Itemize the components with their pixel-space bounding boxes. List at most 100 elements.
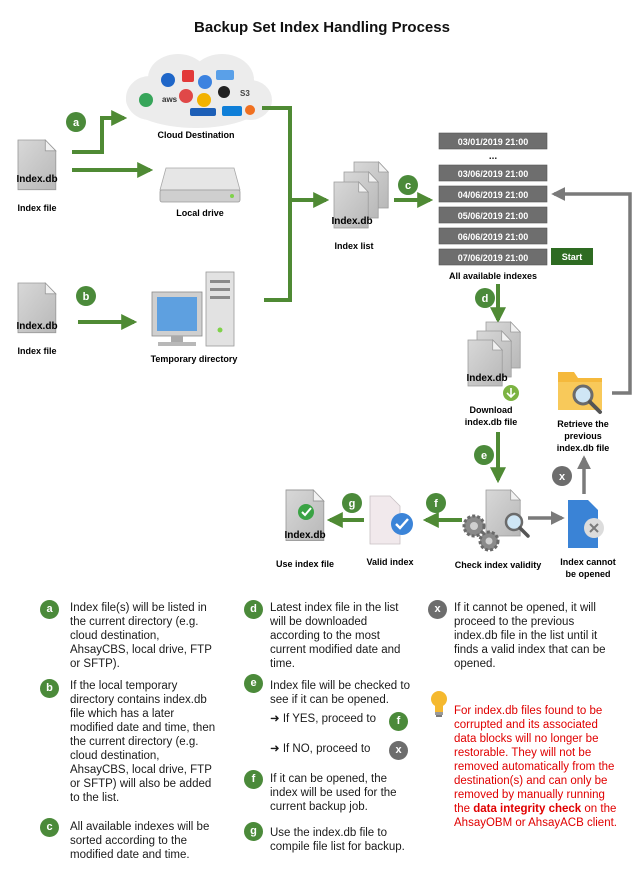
date-box-2	[438, 164, 548, 182]
note-text-2: on the AhsayOBM or AhsayACB client.	[454, 803, 617, 829]
index-list-label: Index list	[334, 241, 373, 251]
legend-badge-e-f: f	[389, 712, 408, 731]
download-label-1: Download	[470, 405, 513, 415]
legend-badge-g: g	[244, 822, 263, 841]
date-box-6	[438, 248, 548, 266]
start-box	[551, 248, 593, 265]
legend-text-d: Latest index file in the list will be do…	[270, 602, 401, 670]
retrieve-label-1: Retrieve the	[557, 419, 609, 429]
check-index-validity-label: Check index validity	[455, 560, 542, 570]
legend-text-e: Index file will be checked to see if it …	[270, 680, 410, 706]
file-icon	[285, 489, 325, 542]
use-index-file-label: Use index file	[276, 559, 334, 569]
legend-text-x: If it cannot be opened, it will proceed …	[454, 602, 606, 670]
svg-text:b: b	[83, 291, 90, 303]
gear-icon	[462, 489, 530, 552]
cannot-open-label-2: be opened	[565, 569, 610, 579]
cloud-destination-label: Cloud Destination	[158, 130, 235, 140]
svg-text:a: a	[73, 117, 80, 129]
legend-text-f: If it can be opened, the index will be u…	[270, 773, 397, 813]
download-db-label: Index.db	[466, 373, 507, 384]
legend-e-yes-text: If YES, proceed to	[282, 713, 376, 725]
badge-f: f	[426, 493, 446, 513]
index-db-label-a: Index.db	[16, 174, 57, 185]
legend-text-c: All available indexes will be sorted acc…	[70, 821, 210, 861]
legend-e-no-text: If NO, proceed to	[282, 743, 371, 755]
s3-logo-text: S3	[240, 89, 250, 98]
local-drive-label: Local drive	[176, 208, 224, 218]
legend-badge-a: a	[40, 600, 59, 619]
download-label-2: index.db file	[465, 417, 518, 427]
date-box-4	[438, 206, 548, 224]
badge-e: e	[474, 445, 494, 465]
badge-b: b	[76, 286, 96, 306]
svg-text:d: d	[482, 293, 489, 305]
date-text-1: 03/01/2019 21:00	[458, 137, 529, 147]
arrow-to-cloud	[72, 110, 128, 154]
index-db-label-b: Index.db	[16, 321, 57, 332]
legend-text-g: Use the index.db file to compile file li…	[270, 827, 405, 853]
date-text-4: 05/06/2019 21:00	[458, 211, 529, 221]
note-bold: data integrity check	[473, 803, 582, 815]
legend-badge-c: c	[40, 818, 59, 837]
badge-a: a	[66, 112, 86, 132]
svg-text:c: c	[405, 180, 411, 192]
connector-cloud-to-list	[262, 106, 292, 302]
legend-text-b: If the local temporary directory contain…	[70, 680, 216, 804]
legend-badge-d: d	[244, 600, 263, 619]
legend-text-a: Index file(s) will be listed in the curr…	[70, 602, 212, 670]
aws-logo-text: aws	[162, 95, 178, 104]
arrow-right-icon: ➜	[270, 743, 280, 755]
cloud-icon: aws S3	[126, 54, 272, 128]
corruption-note: For index.db files found to be corrupted…	[454, 704, 619, 830]
badge-d: d	[475, 288, 495, 308]
svg-text:g: g	[349, 498, 356, 510]
date-list: 03/01/2019 21:00 ... 03/06/2019 21:00 04…	[438, 132, 548, 266]
badge-c: c	[398, 175, 418, 195]
use-index-db-label: Index.db	[284, 530, 325, 541]
arrow-retrieve-to-list	[551, 187, 632, 395]
retrieve-label-3: index.db file	[557, 443, 610, 453]
temporary-directory-label: Temporary directory	[151, 354, 238, 364]
index-file-label-b: Index file	[17, 346, 56, 356]
date-box-5	[438, 227, 548, 245]
drive-icon	[159, 167, 241, 203]
date-box-3	[438, 185, 548, 203]
legend-e-no: ➜ If NO, proceed to	[270, 742, 410, 756]
arrow-right-icon: ➜	[270, 713, 280, 725]
svg-text:x: x	[559, 471, 566, 483]
folder-search-icon	[558, 372, 602, 414]
computer-icon	[151, 271, 235, 347]
date-text-5: 06/06/2019 21:00	[458, 232, 529, 242]
retrieve-label-2: previous	[564, 431, 602, 441]
download-icon	[503, 385, 519, 401]
date-text-6: 07/06/2019 21:00	[458, 253, 529, 263]
date-ellipsis: ...	[489, 151, 498, 162]
index-file-label-a: Index file	[17, 203, 56, 213]
legend-e-yes: ➜ If YES, proceed to	[270, 712, 410, 726]
diagram-title: Backup Set Index Handling Process	[194, 19, 450, 36]
legend-badge-e: e	[244, 674, 263, 693]
all-available-indexes-label: All available indexes	[449, 271, 537, 281]
svg-text:f: f	[434, 498, 438, 510]
cannot-open-label-1: Index cannot	[560, 557, 616, 567]
index-list-db-label: Index.db	[331, 216, 372, 227]
check-icon	[369, 495, 413, 545]
date-text-2: 03/06/2019 21:00	[458, 169, 529, 179]
svg-text:e: e	[481, 450, 487, 462]
badge-g: g	[342, 493, 362, 513]
file-error-icon	[568, 500, 604, 548]
legend-badge-x: x	[428, 600, 447, 619]
date-box-1	[438, 132, 548, 150]
lightbulb-icon	[430, 690, 448, 720]
legend-badge-e-x: x	[389, 741, 408, 760]
badge-x: x	[552, 466, 572, 486]
start-label: Start	[562, 252, 583, 262]
legend-badge-b: b	[40, 679, 59, 698]
valid-index-label: Valid index	[366, 557, 413, 567]
legend-badge-f: f	[244, 770, 263, 789]
date-text-3: 04/06/2019 21:00	[458, 190, 529, 200]
note-text-1: For index.db files found to be corrupted…	[454, 705, 615, 815]
